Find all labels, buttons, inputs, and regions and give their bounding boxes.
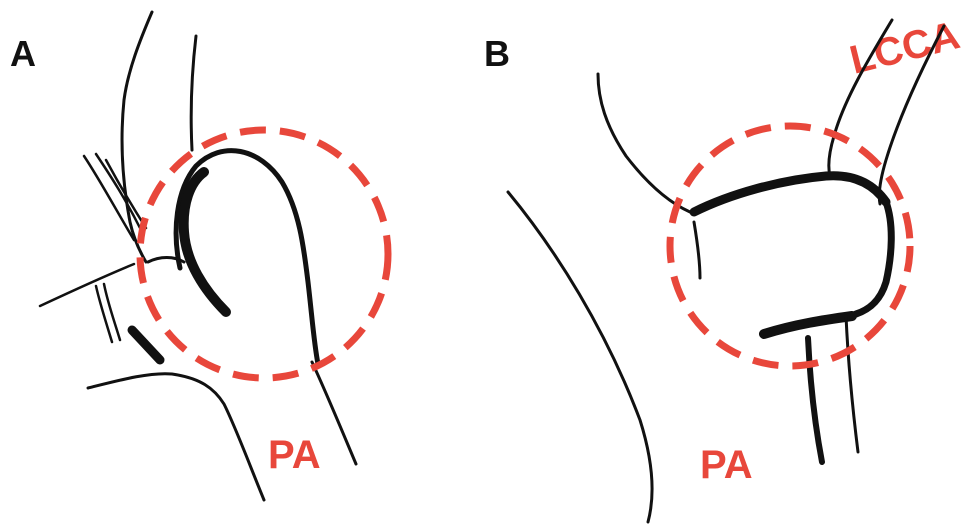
panel-b-vessel-upper-left xyxy=(598,74,690,212)
panel-b-letter: B xyxy=(484,33,510,74)
panel-b-pa-label: PA xyxy=(700,443,753,487)
panel-a-branch-3 xyxy=(106,160,146,228)
panel-b-descending-right xyxy=(846,316,858,452)
panel-b-bottom-hook xyxy=(764,316,852,334)
panel-a-branch-2 xyxy=(96,154,140,228)
panel-b-vessel-left-curve xyxy=(508,192,652,522)
panel-a-branch-vertical-2 xyxy=(104,284,120,340)
panel-a-branch-horizontal xyxy=(40,264,134,306)
panel-b-arch-inner xyxy=(694,222,700,278)
panel-a-pa-label: PA xyxy=(268,433,321,477)
panel-a-vessel-upper-right xyxy=(191,36,196,150)
panel-a: A PA xyxy=(10,12,388,500)
panel-b-arch-top xyxy=(694,176,886,212)
panel-a-thick-segment xyxy=(132,330,160,360)
panel-a-lower-wall-left xyxy=(88,374,264,500)
panel-a-letter: A xyxy=(10,33,36,74)
panel-a-branch-vertical-1 xyxy=(96,286,112,342)
panel-b: B LCCA PA xyxy=(484,13,964,522)
panel-b-arch-right xyxy=(856,202,891,314)
panel-a-loop-inner xyxy=(184,172,226,312)
panel-b-descending-left xyxy=(808,338,822,462)
